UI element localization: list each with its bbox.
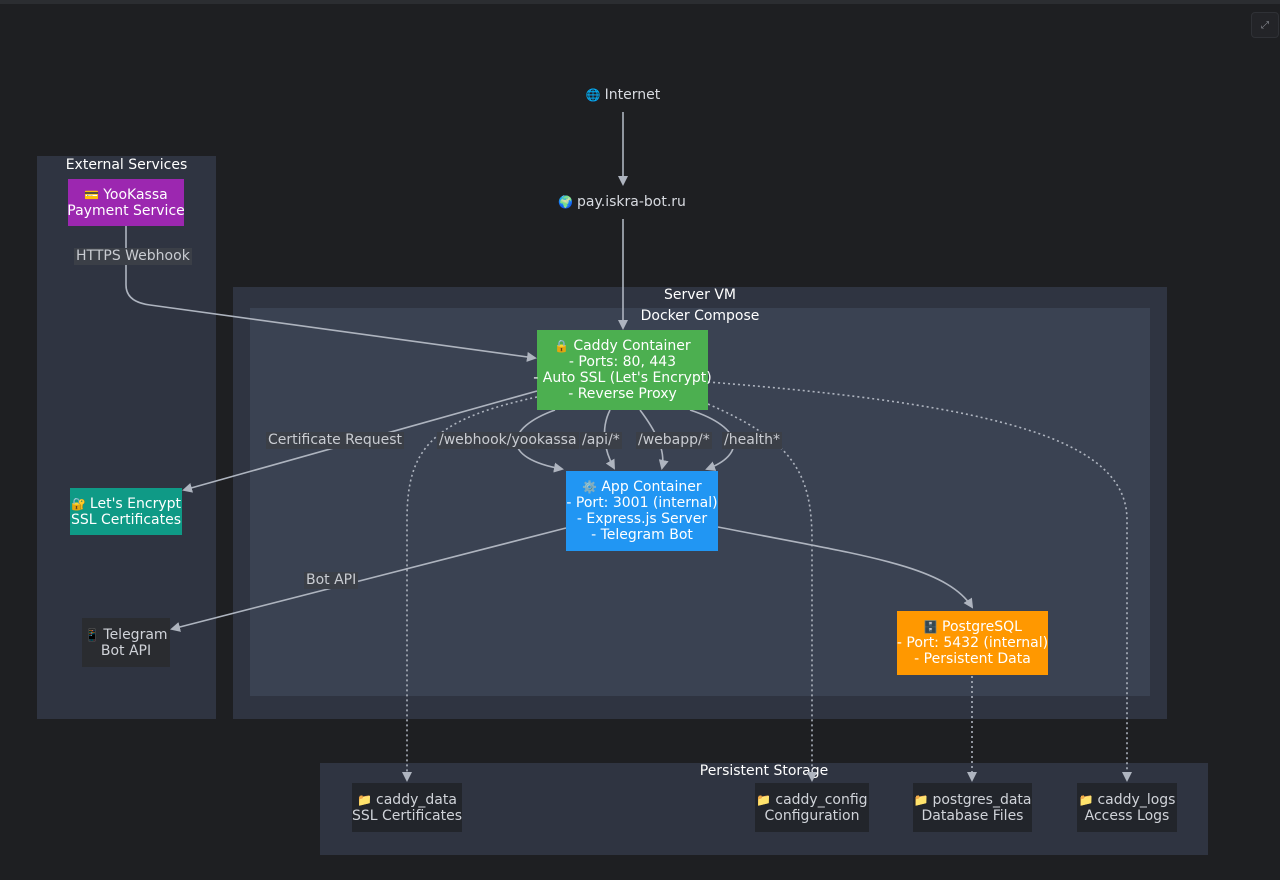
node-app-container[interactable]: ⚙️App Container - Port: 3001 (internal) …: [566, 471, 718, 551]
edge-app-telegram: [170, 527, 567, 632]
node-domain[interactable]: 🌍pay.iskra-bot.ru: [548, 187, 696, 217]
folder-icon: 📁: [756, 792, 772, 807]
globe-earth-icon: 🌍: [558, 195, 574, 209]
gear-icon: ⚙️: [582, 480, 598, 494]
volume-caddy-logs-desc: Access Logs: [1084, 807, 1170, 824]
credit-card-icon: 💳: [84, 187, 100, 202]
globe-icon: 🌐: [585, 88, 601, 102]
cluster-title-persistent-storage: Persistent Storage: [699, 763, 829, 779]
node-telegram-subtitle: Bot API: [100, 642, 152, 659]
folder-icon: 📁: [357, 792, 373, 807]
edge-label-health: /health*: [722, 432, 783, 449]
volume-caddy-data-name: caddy_data: [376, 791, 457, 808]
node-letsencrypt-title: Let's Encrypt: [89, 495, 182, 512]
node-postgres-title: PostgreSQL: [942, 619, 1022, 635]
edge-label-api: /api/*: [580, 432, 622, 449]
node-caddy-title: Caddy Container: [573, 338, 691, 354]
volume-caddy-data-desc: SSL Certificates: [351, 807, 463, 824]
cluster-title-external: External Services: [65, 157, 188, 173]
node-yookassa-title: YooKassa: [103, 186, 168, 203]
node-volume-caddy-config[interactable]: 📁caddy_config Configuration: [755, 783, 869, 832]
volume-caddy-config-name: caddy_config: [775, 791, 868, 808]
expand-icon[interactable]: ⤢: [1251, 12, 1279, 38]
folder-icon: 📁: [1078, 792, 1094, 807]
node-domain-label: pay.iskra-bot.ru: [577, 194, 686, 210]
edge-label-webapp: /webapp/*: [636, 432, 712, 449]
node-yookassa-subtitle: Payment Service: [67, 202, 185, 219]
node-postgresql[interactable]: 🗄️ PostgreSQL - Port: 5432 (internal) - P…: [897, 611, 1048, 675]
volume-postgres-data-name: postgres_data: [932, 791, 1032, 808]
volume-caddy-logs-name: caddy_logs: [1097, 791, 1176, 808]
database-icon: 🗄️: [923, 620, 938, 634]
node-postgres-data: - Persistent Data: [914, 651, 1031, 667]
node-app-title: App Container: [601, 479, 702, 495]
node-volume-caddy-data[interactable]: 📁caddy_data SSL Certificates: [352, 783, 462, 832]
node-caddy-ssl: - Auto SSL (Let's Encrypt): [533, 370, 712, 386]
node-letsencrypt-subtitle: SSL Certificates: [70, 511, 182, 528]
node-caddy-ports: - Ports: 80, 443: [568, 354, 677, 370]
node-postgres-port: - Port: 5432 (internal): [896, 635, 1049, 651]
node-app-port: - Port: 3001 (internal): [566, 495, 718, 511]
edge-caddy-caddyconfig: [707, 403, 817, 782]
edge-label-certificate-request: Certificate Request: [266, 432, 405, 449]
edge-yookassa-caddy: [125, 226, 537, 362]
volume-caddy-config-desc: Configuration: [764, 807, 860, 824]
cluster-title-docker-compose: Docker Compose: [640, 308, 760, 324]
node-yookassa[interactable]: 💳YooKassa Payment Service: [67, 179, 185, 226]
lock-key-icon: 🔐: [70, 496, 86, 511]
edge-label-bot-api: Bot API: [304, 572, 359, 589]
node-app-bot: - Telegram Bot: [591, 527, 693, 543]
node-caddy-container[interactable]: 🔒Caddy Container - Ports: 80, 443 - Auto…: [533, 330, 712, 410]
node-telegram-title: Telegram: [103, 626, 168, 643]
node-app-express: - Express.js Server: [576, 511, 708, 527]
cluster-title-server-vm: Server VM: [663, 287, 737, 303]
node-volume-postgres-data[interactable]: 📁postgres_data Database Files: [913, 783, 1032, 832]
phone-icon: 📱: [84, 627, 100, 642]
edge-label-https-webhook: HTTPS Webhook: [74, 248, 192, 265]
node-volume-caddy-logs[interactable]: 📁caddy_logs Access Logs: [1077, 783, 1177, 832]
node-internet-label: Internet: [604, 87, 661, 103]
node-caddy-proxy: - Reverse Proxy: [568, 386, 677, 402]
node-letsencrypt[interactable]: 🔐Let's Encrypt SSL Certificates: [70, 488, 182, 535]
edge-label-webhook-yookassa: /webhook/yookassa: [437, 432, 579, 449]
top-bar: [0, 0, 1280, 4]
edge-caddy-caddydata: [402, 396, 538, 782]
node-telegram[interactable]: 📱Telegram Bot API: [82, 618, 170, 667]
edge-app-postgres: [717, 526, 974, 609]
volume-postgres-data-desc: Database Files: [921, 807, 1024, 824]
lock-icon: 🔒: [554, 339, 570, 353]
folder-icon: 📁: [913, 792, 929, 807]
node-internet[interactable]: 🌐Internet: [570, 80, 676, 110]
edge-caddy-caddylogs: [707, 381, 1132, 782]
